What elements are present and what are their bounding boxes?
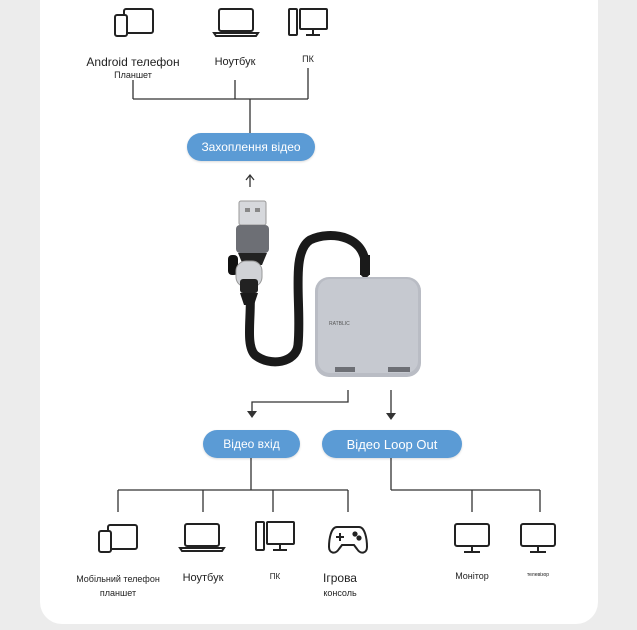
input-device-name-3: Ігрова: [323, 571, 357, 585]
top-device-sub-0: Планшет: [114, 70, 152, 80]
top-device-name-2: ПК: [302, 54, 314, 64]
gamepad-icon: [327, 526, 369, 554]
output-device-name-0: Монітор: [455, 571, 489, 581]
input-device-name-0: Мобільний телефон: [76, 574, 160, 584]
desktop-pc-icon: [288, 8, 328, 36]
input-device-sub-0: планшет: [99, 588, 137, 598]
tablet-phone-icon: [98, 524, 138, 553]
output-device-name-1: телевізор: [526, 572, 550, 578]
input-device-name-2: ПК: [269, 572, 281, 581]
laptop-icon: [212, 8, 260, 37]
input-device-name-1: Ноутбук: [182, 572, 224, 584]
input-device-sub-3: консоль: [323, 588, 357, 598]
top-device-name-1: Ноутбук: [214, 56, 256, 68]
video-loop-out-pill: Відео Loop Out: [322, 430, 462, 458]
tv-icon: [520, 523, 556, 553]
top-device-name-0: Android телефон: [86, 55, 180, 69]
capture-device-illustration: [228, 200, 421, 377]
desktop-pc-icon: [255, 521, 295, 551]
tablet-phone-icon: [114, 8, 154, 37]
monitor-icon: [454, 523, 490, 553]
device-brand-label: RATBLIC: [329, 321, 350, 327]
video-in-pill: Відео вхід: [203, 430, 300, 458]
laptop-icon: [178, 523, 226, 552]
capture-video-pill: Захоплення відео: [187, 133, 315, 161]
